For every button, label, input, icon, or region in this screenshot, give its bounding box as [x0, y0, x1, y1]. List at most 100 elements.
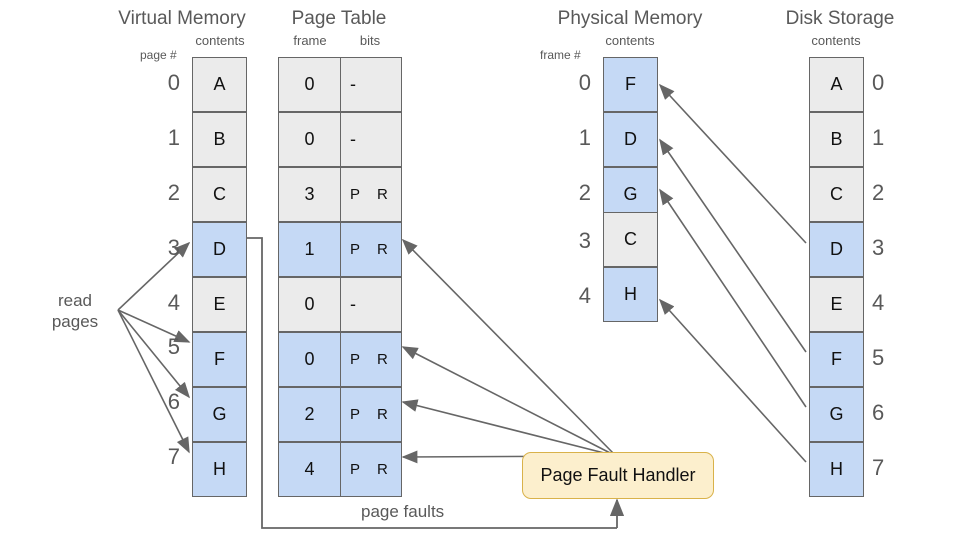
pt-row-7[interactable]: 4 P R: [278, 442, 402, 497]
disk-index-1: 1: [872, 125, 885, 150]
vm-index-2: 2: [167, 180, 180, 205]
pt-bits-2: P R: [341, 168, 401, 221]
arrow-handler-to-pte-6: [401, 399, 617, 457]
read-pages-label-line1: read: [57, 291, 93, 310]
pm-index-2: 2: [578, 180, 591, 205]
page-fault-handler-box[interactable]: Page Fault Handler: [522, 452, 714, 499]
pt-bits-7: P R: [341, 443, 401, 496]
pt-frame-3: 1: [279, 223, 341, 276]
pt-bits-4: -: [341, 278, 401, 331]
pm-index-1: 1: [578, 125, 591, 150]
pt-frame-4: 0: [279, 278, 341, 331]
pt-bit-r-6: R: [377, 406, 388, 423]
vm-cell-5[interactable]: F: [192, 332, 247, 387]
disk-index-0: 0: [872, 70, 885, 95]
pt-bit-r-5: R: [377, 351, 388, 368]
disk-cell-1[interactable]: B: [809, 112, 864, 167]
disk-cell-3[interactable]: D: [809, 222, 864, 277]
pm-index-3: 3: [578, 228, 591, 253]
pt-bit-p-2: P: [350, 186, 361, 203]
pt-row-2[interactable]: 3 P R: [278, 167, 402, 222]
pt-bit-p-0: -: [350, 74, 356, 94]
vm-cell-2[interactable]: C: [192, 167, 247, 222]
disk-cell-2[interactable]: C: [809, 167, 864, 222]
arrow-disk-f-to-frame-0-crossing: [659, 138, 807, 353]
disk-index-5: 5: [872, 345, 885, 370]
pt-bit-r-2: R: [377, 186, 388, 203]
arrow-handler-to-pte-5: [401, 346, 617, 457]
vm-index-1: 1: [167, 125, 180, 150]
disk-cell-0[interactable]: A: [809, 57, 864, 112]
vm-cell-6[interactable]: G: [192, 387, 247, 442]
pt-bits-0: -: [341, 58, 401, 111]
vm-cell-7[interactable]: H: [192, 442, 247, 497]
pt-row-1[interactable]: 0 -: [278, 112, 402, 167]
page-table-bits-label: bits: [359, 33, 381, 48]
vm-index-7: 7: [167, 444, 180, 469]
frame-number-axis-label: frame #: [540, 48, 581, 62]
vm-index-4: 4: [167, 290, 180, 315]
vm-index-6: 6: [167, 389, 180, 414]
pt-bits-1: -: [341, 113, 401, 166]
vm-index-5: 5: [167, 334, 180, 359]
disk-cell-7[interactable]: H: [809, 442, 864, 497]
virtual-memory-contents-label: contents: [195, 33, 245, 48]
disk-index-7: 7: [872, 455, 885, 480]
disk-index-3: 3: [872, 235, 885, 260]
page-faults-label: page faults: [361, 502, 445, 521]
pt-row-5[interactable]: 0 P R: [278, 332, 402, 387]
pm-cell-3[interactable]: C: [603, 212, 658, 267]
vm-cell-4[interactable]: E: [192, 277, 247, 332]
arrow-handler-to-pte-3: [401, 238, 617, 457]
vm-cell-3[interactable]: D: [192, 222, 247, 277]
page-table-title: Page Table: [291, 8, 387, 29]
pt-row-6[interactable]: 2 P R: [278, 387, 402, 442]
pt-frame-6: 2: [279, 388, 341, 441]
pt-row-0[interactable]: 0 -: [278, 57, 402, 112]
physical-memory-title: Physical Memory: [557, 8, 703, 29]
pm-cell-4[interactable]: H: [603, 267, 658, 322]
arrow-read-page-7: [117, 309, 190, 454]
pt-bit-r-3: R: [377, 241, 388, 258]
arrow-disk-d-to-frame-1-crossing: [658, 83, 807, 244]
pt-frame-5: 0: [279, 333, 341, 386]
pt-row-4[interactable]: 0 -: [278, 277, 402, 332]
pt-frame-7: 4: [279, 443, 341, 496]
virtual-memory-title: Virtual Memory: [118, 8, 246, 29]
pt-bit-p-3: P: [350, 241, 361, 258]
pt-bit-p-4: -: [350, 294, 356, 314]
physical-memory-contents-label: contents: [605, 33, 655, 48]
disk-index-2: 2: [872, 180, 885, 205]
pt-bits-5: P R: [341, 333, 401, 386]
pt-bit-p-6: P: [350, 406, 361, 423]
disk-index-6: 6: [872, 400, 885, 425]
pt-bit-r-7: R: [377, 461, 388, 478]
pm-cell-1[interactable]: D: [603, 112, 658, 167]
read-pages-label: read pages: [34, 290, 116, 333]
disk-storage-title: Disk Storage: [785, 8, 895, 29]
arrow-disk-g-to-frame-2: [659, 188, 807, 408]
pt-bit-p-5: P: [350, 351, 361, 368]
pt-bit-p-1: -: [350, 129, 356, 149]
pt-bit-p-7: P: [350, 461, 361, 478]
pm-cell-0[interactable]: F: [603, 57, 658, 112]
vm-cell-0[interactable]: A: [192, 57, 247, 112]
pt-row-3[interactable]: 1 P R: [278, 222, 402, 277]
disk-cell-4[interactable]: E: [809, 277, 864, 332]
arrow-disk-h-to-frame-4: [658, 298, 807, 463]
disk-index-4: 4: [872, 290, 885, 315]
disk-cell-5[interactable]: F: [809, 332, 864, 387]
disk-cell-6[interactable]: G: [809, 387, 864, 442]
pt-frame-2: 3: [279, 168, 341, 221]
disk-storage-contents-label: contents: [811, 33, 861, 48]
pt-frame-1: 0: [279, 113, 341, 166]
pm-index-4: 4: [578, 283, 591, 308]
page-number-axis-label: page #: [140, 48, 177, 62]
pm-index-0: 0: [578, 70, 591, 95]
vm-index-3: 3: [167, 235, 180, 260]
pt-frame-0: 0: [279, 58, 341, 111]
vm-index-0: 0: [167, 70, 180, 95]
vm-cell-1[interactable]: B: [192, 112, 247, 167]
pt-bits-3: P R: [341, 223, 401, 276]
